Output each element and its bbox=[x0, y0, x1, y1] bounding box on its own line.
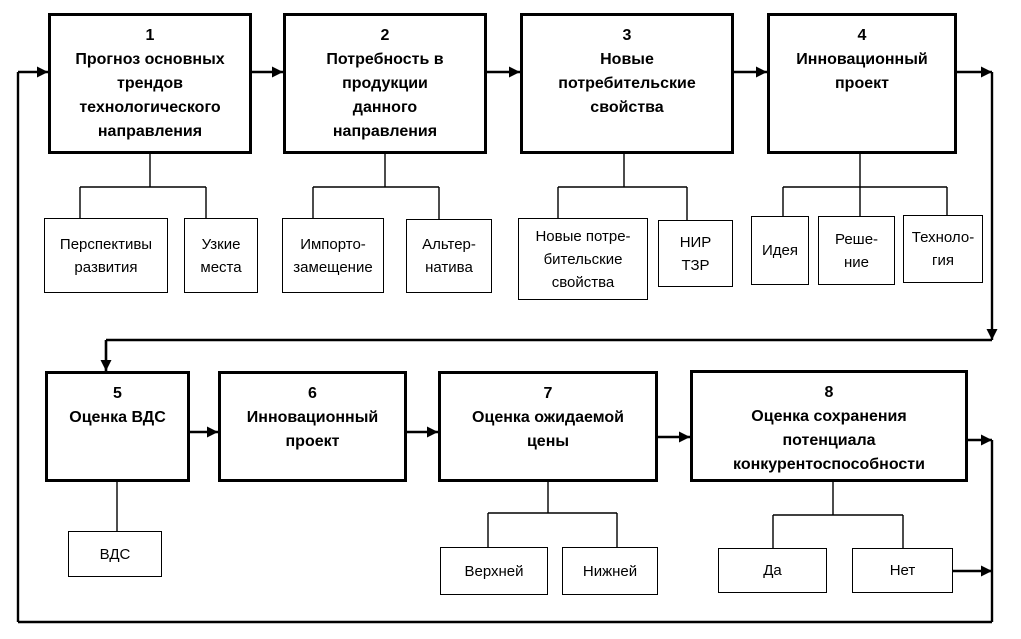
stage-number: 1 bbox=[145, 27, 155, 44]
stage-box-7-expected-price: 7 Оценка ожидаемой цены bbox=[438, 371, 658, 482]
leaf-box-yes: Да bbox=[718, 548, 827, 593]
tree-box3-leaves bbox=[557, 154, 688, 220]
leaf-box-lower-price: Нижней bbox=[562, 547, 658, 595]
stage-title: Оценка ВДС bbox=[69, 409, 166, 426]
leaf-box-technology: Техноло- гия bbox=[903, 215, 983, 283]
stage-number: 3 bbox=[622, 27, 632, 44]
leaf-box-import-substitution: Импорто- замещение bbox=[282, 218, 384, 293]
stage-number: 8 bbox=[824, 384, 834, 401]
stage-box-2-demand: 2 Потребность в продукции данного направ… bbox=[283, 13, 487, 154]
stage-box-6-innovation-project: 6 Инновационный проект bbox=[218, 371, 407, 482]
stage-box-5-vds-evaluation: 5 Оценка ВДС bbox=[45, 371, 190, 482]
stage-title: Инновационный проект bbox=[796, 51, 928, 92]
stage-number: 2 bbox=[380, 27, 390, 44]
leaf-box-new-consumer-properties: Новые потре- бительские свойства bbox=[518, 218, 648, 300]
stage-title: Оценка ожидаемой цены bbox=[472, 409, 624, 450]
tree-box8-leaves bbox=[772, 482, 904, 548]
stage-title: Оценка сохранения потенциала конкурентос… bbox=[733, 408, 925, 473]
stage-box-1-forecast: 1 Прогноз основных трендов технологическ… bbox=[48, 13, 252, 154]
leaf-box-vds: ВДС bbox=[68, 531, 162, 577]
stage-title: Прогноз основных трендов технологическог… bbox=[75, 51, 225, 140]
leaf-box-no: Нет bbox=[852, 548, 953, 593]
stage-number: 5 bbox=[113, 385, 122, 402]
leaf-box-alternative: Альтер- натива bbox=[406, 219, 492, 293]
leaf-box-upper-price: Верхней bbox=[440, 547, 548, 595]
stage-title: Потребность в продукции данного направле… bbox=[326, 51, 444, 140]
tree-box4-leaves bbox=[782, 154, 948, 216]
leaf-box-development-prospects: Перспективы развития bbox=[44, 218, 168, 293]
leaf-box-nir-tzr: НИР ТЗР bbox=[658, 220, 733, 287]
stage-number: 6 bbox=[308, 385, 317, 402]
leaf-box-bottlenecks: Узкие места bbox=[184, 218, 258, 293]
stage-box-3-new-properties: 3 Новые потребительские свойства bbox=[520, 13, 734, 154]
leaf-box-decision: Реше- ние bbox=[818, 216, 895, 285]
stage-box-4-innovation-project: 4 Инновационный проект bbox=[767, 13, 957, 154]
tree-box7-leaves bbox=[487, 482, 618, 547]
stage-box-8-competitiveness: 8 Оценка сохранения потенциала конкурент… bbox=[690, 370, 968, 482]
stage-title: Инновационный проект bbox=[246, 409, 379, 450]
stage-title: Новые потребительские свойства bbox=[558, 51, 696, 116]
stage-number: 4 bbox=[857, 27, 867, 44]
stage-number: 7 bbox=[543, 385, 553, 402]
tree-box1-leaves bbox=[79, 154, 207, 218]
tree-box2-leaves bbox=[312, 154, 440, 219]
leaf-box-idea: Идея bbox=[751, 216, 809, 285]
